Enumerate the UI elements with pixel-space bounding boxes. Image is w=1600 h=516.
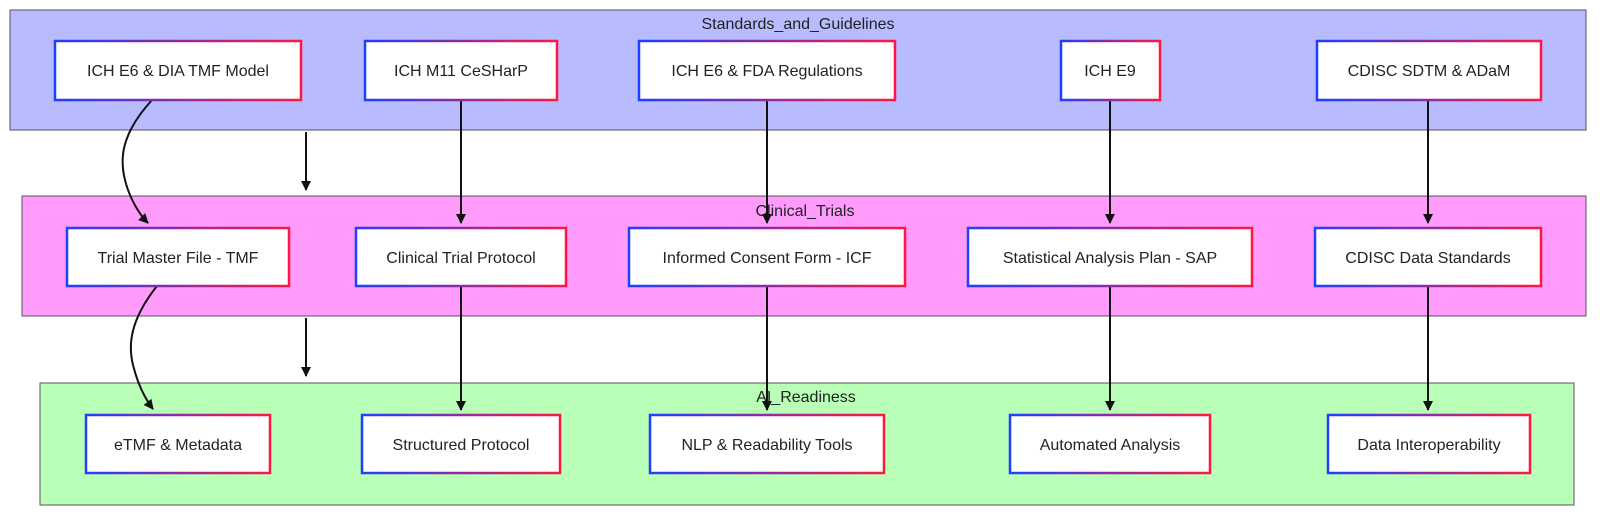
node-box [627, 226, 907, 288]
node-box [1059, 39, 1162, 102]
node-ich-e6-dia-tmf-model[interactable]: ICH E6 & DIA TMF Model [53, 39, 303, 102]
node-box [648, 413, 886, 475]
node-box [53, 39, 303, 102]
node-box [65, 226, 291, 288]
node-label: eTMF & Metadata [114, 437, 242, 454]
node-statistical-analysis-plan[interactable]: Statistical Analysis Plan - SAP [966, 226, 1254, 288]
node-box [637, 39, 897, 102]
node-label: NLP & Readability Tools [681, 437, 852, 454]
subgraph-ai-title: AI_Readiness [756, 389, 856, 406]
node-label: Trial Master File - TMF [98, 250, 259, 267]
node-label: Clinical Trial Protocol [386, 250, 535, 267]
node-box [363, 39, 559, 102]
node-ich-m11-cesharp[interactable]: ICH M11 CeSHarP [363, 39, 559, 102]
node-clinical-trial-protocol[interactable]: Clinical Trial Protocol [354, 226, 568, 288]
node-box [360, 413, 562, 475]
node-ich-e6-fda-regulations[interactable]: ICH E6 & FDA Regulations [637, 39, 897, 102]
node-label: CDISC Data Standards [1345, 250, 1510, 267]
node-label: Data Interoperability [1357, 437, 1500, 454]
node-label: CDISC SDTM & ADaM [1348, 63, 1511, 80]
node-label: Structured Protocol [393, 437, 530, 454]
node-informed-consent-form[interactable]: Informed Consent Form - ICF [627, 226, 907, 288]
subgraph-standards-title: Standards_and_Guidelines [701, 16, 894, 33]
node-box [354, 226, 568, 288]
node-box [1326, 413, 1532, 475]
subgraph-clinical-title: Clinical_Trials [756, 203, 855, 220]
node-label: ICH E9 [1084, 63, 1136, 80]
edge-c1-a1 [129, 285, 158, 410]
node-label: Automated Analysis [1040, 437, 1181, 454]
node-nlp-readability-tools[interactable]: NLP & Readability Tools [648, 413, 886, 475]
node-cdisc-sdtm-adam[interactable]: CDISC SDTM & ADaM [1315, 39, 1543, 102]
node-label: Informed Consent Form - ICF [663, 250, 872, 267]
edge-s1-c1 [121, 99, 153, 224]
node-box [1315, 39, 1543, 102]
node-box [1313, 226, 1543, 288]
node-etmf-metadata[interactable]: eTMF & Metadata [84, 413, 272, 475]
node-box [966, 226, 1254, 288]
node-structured-protocol[interactable]: Structured Protocol [360, 413, 562, 475]
node-cdisc-data-standards[interactable]: CDISC Data Standards [1313, 226, 1543, 288]
node-data-interoperability[interactable]: Data Interoperability [1326, 413, 1532, 475]
node-label: Statistical Analysis Plan - SAP [1003, 250, 1217, 267]
node-label: ICH E6 & FDA Regulations [671, 63, 862, 80]
node-label: ICH E6 & DIA TMF Model [87, 63, 269, 80]
edges [121, 99, 1433, 411]
node-automated-analysis[interactable]: Automated Analysis [1008, 413, 1212, 475]
node-box [84, 413, 272, 475]
node-label: ICH M11 CeSHarP [394, 63, 528, 80]
node-box [1008, 413, 1212, 475]
node-trial-master-file[interactable]: Trial Master File - TMF [65, 226, 291, 288]
node-ich-e9[interactable]: ICH E9 [1059, 39, 1162, 102]
